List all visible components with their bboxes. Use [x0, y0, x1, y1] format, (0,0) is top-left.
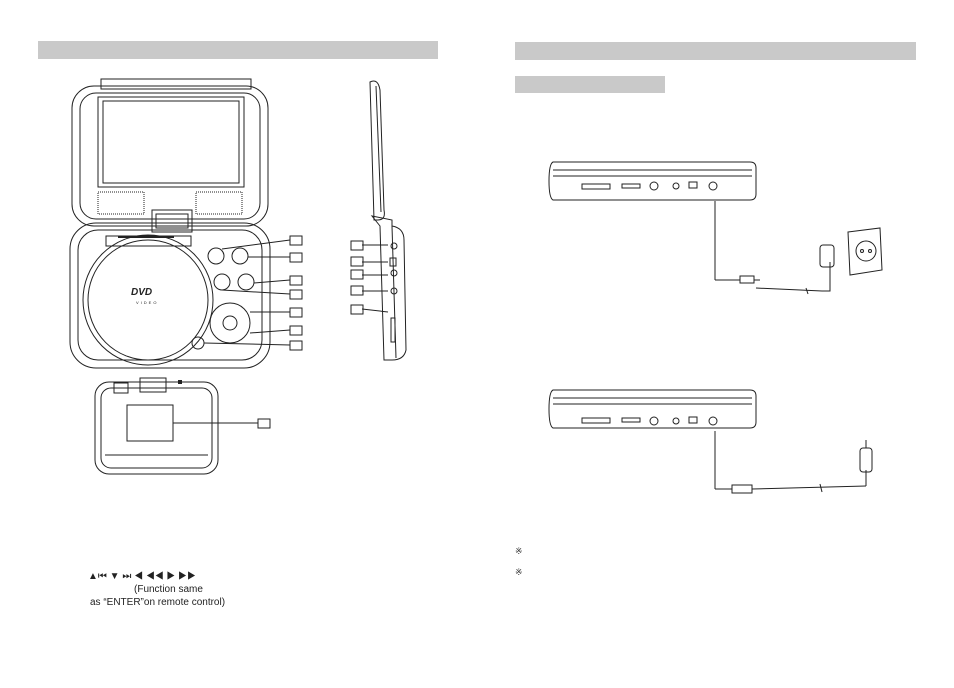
function-note-line1: (Function same: [134, 584, 203, 595]
dvd-logo: DVD: [131, 287, 153, 298]
player-top-view: [69, 78, 291, 369]
nav-symbols: ▲⏮ ▼ ⏭ ◀ ◀◀ ▶ ▶▶: [88, 571, 196, 582]
note-mark-2: ※: [515, 567, 523, 577]
right-section-header-bar: [515, 42, 916, 60]
left-section-header-bar: [38, 41, 438, 59]
dvd-logo-sub: VIDEO: [136, 300, 159, 305]
note-mark-1: ※: [515, 546, 523, 556]
function-note-line2: as “ENTER”on remote control): [90, 597, 226, 608]
right-subsection-header-bar: [515, 76, 665, 93]
player-ac-connection: [548, 161, 883, 295]
player-side-view: [361, 80, 407, 361]
player-bottom-view: [94, 377, 258, 475]
player-car-connection: [548, 389, 873, 494]
